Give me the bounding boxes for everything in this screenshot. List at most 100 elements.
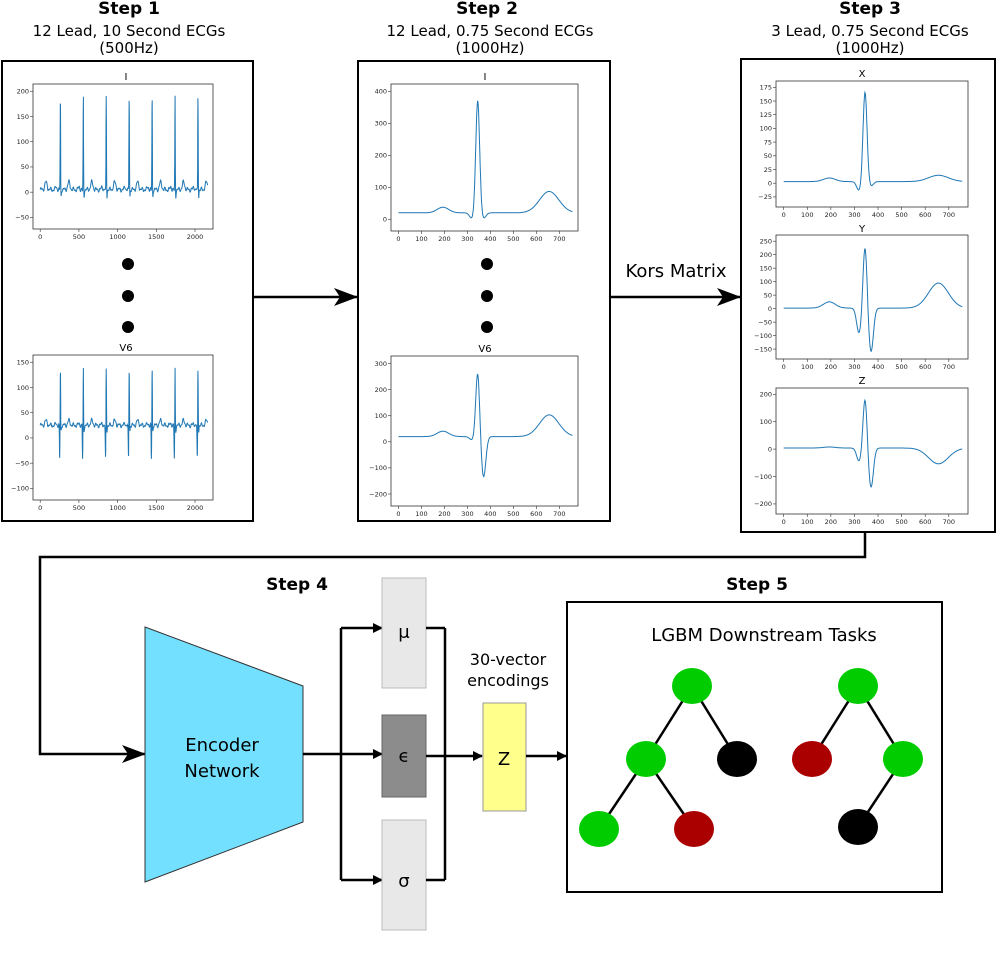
y-tick-label: 250 xyxy=(760,238,772,246)
step2-title: Step 2 xyxy=(456,0,518,19)
tree2-node-right xyxy=(883,741,923,777)
sigma-box xyxy=(381,819,427,931)
x-tick-label: 700 xyxy=(553,510,565,518)
step1-title: Step 1 xyxy=(98,0,160,19)
step2-subtitle-line1: 12 Lead, 0.75 Second ECGs xyxy=(387,22,594,40)
x-tick-label: 500 xyxy=(73,504,85,512)
x-tick-label: 700 xyxy=(943,363,955,371)
x-tick-label: 700 xyxy=(943,211,955,219)
downstream-title: LGBM Downstream Tasks xyxy=(651,625,877,646)
y-tick-label: 200 xyxy=(760,251,772,259)
x-tick-label: 500 xyxy=(73,233,85,241)
y-tick-label: −50 xyxy=(15,459,29,467)
step5-title: Step 5 xyxy=(726,575,788,595)
y-tick-label: 100 xyxy=(375,412,387,420)
plot-title: V6 xyxy=(478,344,491,355)
x-tick-label: 400 xyxy=(484,510,496,518)
x-tick-label: 1500 xyxy=(148,504,165,512)
x-tick-label: 0 xyxy=(38,504,42,512)
x-tick-label: 300 xyxy=(461,510,473,518)
y-tick-label: 200 xyxy=(760,391,772,399)
y-tick-label: 200 xyxy=(375,386,387,394)
y-tick-label: −150 xyxy=(754,345,772,353)
ecg-signal-lead-I-cropped xyxy=(398,100,573,219)
y-tick-label: 150 xyxy=(17,113,29,121)
x-tick-label: 500 xyxy=(895,518,907,526)
mu-label: μ xyxy=(398,622,410,643)
tree1-node-left-right xyxy=(674,811,714,847)
y-tick-label: −200 xyxy=(754,500,772,508)
z-box xyxy=(482,702,527,812)
tree2-node-right-left xyxy=(838,809,878,845)
y-tick-label: −100 xyxy=(754,332,772,340)
y-tick-label: −100 xyxy=(754,473,772,481)
x-tick-label: 0 xyxy=(38,233,42,241)
encoder-label-line2: Network xyxy=(184,761,260,782)
y-tick-label: 175 xyxy=(760,84,772,92)
ecg-signal-lead-V6 xyxy=(39,367,209,459)
y-tick-label: 0 xyxy=(25,188,29,196)
x-tick-label: 100 xyxy=(415,510,427,518)
y-tick-label: 300 xyxy=(375,120,387,128)
encoder-network-block xyxy=(144,626,304,883)
y-tick-label: 150 xyxy=(17,359,29,367)
plot-title: V6 xyxy=(119,343,132,354)
y-tick-label: −200 xyxy=(369,490,387,498)
x-tick-label: 600 xyxy=(919,211,931,219)
step5-panel xyxy=(566,601,943,893)
y-tick-label: −50 xyxy=(15,214,29,222)
y-tick-label: 50 xyxy=(764,291,772,299)
x-tick-label: 300 xyxy=(848,363,860,371)
x-tick-label: 2000 xyxy=(187,504,204,512)
x-tick-label: 0 xyxy=(396,510,400,518)
z-label: Z xyxy=(498,749,510,770)
x-tick-label: 0 xyxy=(782,211,786,219)
x-tick-label: 500 xyxy=(895,211,907,219)
step1-subtitle-line2: (500Hz) xyxy=(99,39,159,57)
x-tick-label: 400 xyxy=(872,363,884,371)
vcg-signal-X xyxy=(783,90,963,191)
x-tick-label: 200 xyxy=(438,235,450,243)
x-tick-label: 400 xyxy=(872,518,884,526)
ecg-signal-lead-V6-cropped xyxy=(398,373,573,478)
y-tick-label: 100 xyxy=(17,138,29,146)
x-tick-label: 2000 xyxy=(187,233,204,241)
plot-title: I xyxy=(125,72,128,83)
encodings-label-line2: encodings xyxy=(467,671,549,690)
y-tick-label: 0 xyxy=(768,445,772,453)
y-tick-label: −50 xyxy=(758,318,772,326)
tree2-node-root xyxy=(838,668,878,704)
x-tick-label: 0 xyxy=(782,363,786,371)
y-tick-label: 200 xyxy=(17,88,29,96)
ellipsis-dots-step2 xyxy=(481,258,493,333)
encodings-label-line1: 30-vector xyxy=(470,650,547,669)
x-tick-label: 200 xyxy=(825,518,837,526)
y-tick-label: 75 xyxy=(764,138,772,146)
x-tick-label: 600 xyxy=(919,363,931,371)
x-tick-label: 300 xyxy=(461,235,473,243)
epsilon-box xyxy=(381,714,427,798)
plot-title: Z xyxy=(859,376,866,387)
sigma-label: σ xyxy=(398,871,409,892)
mu-box xyxy=(381,577,427,689)
y-tick-label: 200 xyxy=(375,152,387,160)
step3-subtitle-line1: 3 Lead, 0.75 Second ECGs xyxy=(771,22,969,40)
x-tick-label: 700 xyxy=(553,235,565,243)
x-tick-label: 600 xyxy=(919,518,931,526)
y-tick-label: 300 xyxy=(375,360,387,368)
y-tick-label: 0 xyxy=(383,216,387,224)
x-tick-label: 1500 xyxy=(148,233,165,241)
x-tick-label: 1000 xyxy=(109,233,126,241)
y-tick-label: 0 xyxy=(768,305,772,313)
x-tick-label: 0 xyxy=(782,518,786,526)
x-tick-label: 200 xyxy=(438,510,450,518)
y-tick-label: 0 xyxy=(25,434,29,442)
x-tick-label: 500 xyxy=(507,235,519,243)
